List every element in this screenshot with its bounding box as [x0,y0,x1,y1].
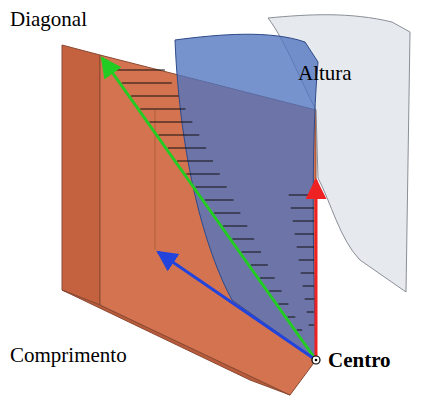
hatch-line [140,109,185,110]
hatch-line [131,96,179,97]
hatch-line [214,213,241,214]
hatch-line [293,221,314,222]
hatch-line [289,195,314,196]
hatch-line [299,260,314,261]
axis-label: Altura [298,62,352,85]
hatch-line [149,122,192,123]
axis-label: Comprimento [10,344,127,367]
diagonal-arrow [102,58,316,360]
hatch-line [223,226,247,227]
hatch-line [242,252,261,253]
axis-label: Diagonal [10,8,87,31]
hatch-line [168,148,206,149]
center-dot [315,359,318,362]
hatch-line [195,187,226,188]
hatch-line [305,299,314,300]
hatch-line [301,273,314,274]
hatch-line [251,265,268,266]
height-arrow [315,180,318,360]
hatch-line [269,291,281,292]
hatch-line [291,208,314,209]
length-arrow [158,252,316,360]
hatch-line [260,278,275,279]
point-label: Centro [328,349,391,372]
hatch-line [205,200,234,201]
hatch-line [113,70,165,71]
hatch-line [278,304,288,305]
hatch-line [232,239,254,240]
hatch-line [303,286,314,287]
hatch-line [288,317,296,318]
hatch-line [297,247,314,248]
hatch-line [159,135,200,136]
hatch-line [122,83,172,84]
center-point [312,356,320,364]
hatch-line [297,330,302,331]
hatch-line [295,234,314,235]
hatch-line [186,174,220,175]
slab-side [62,45,100,305]
hatch-line [309,325,314,326]
hatch-line [307,312,314,313]
hatch-line [177,161,213,162]
